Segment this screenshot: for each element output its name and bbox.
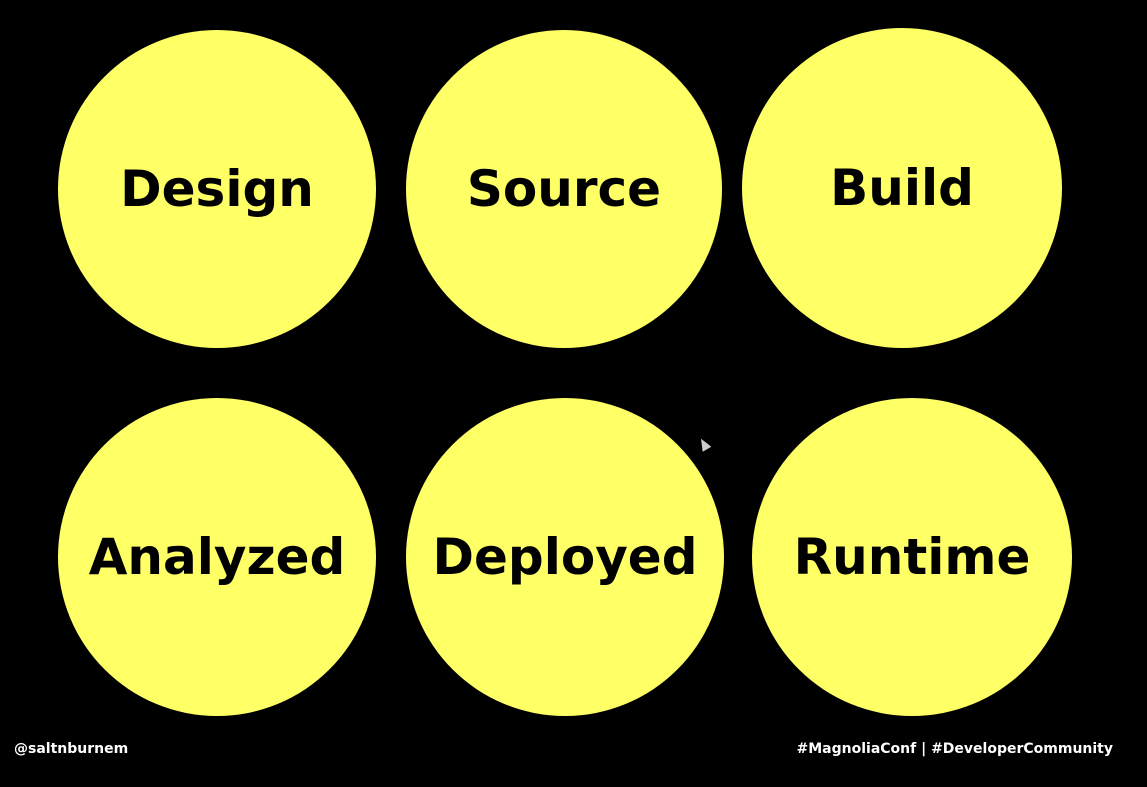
circle-deployed: Deployed <box>406 398 724 716</box>
circle-label-build: Build <box>830 159 974 217</box>
circle-label-analyzed: Analyzed <box>88 528 346 586</box>
circle-analyzed: Analyzed <box>58 398 376 716</box>
footer-hashtags: #MagnoliaConf | #DeveloperCommunity <box>796 741 1114 757</box>
circle-label-design: Design <box>120 160 314 218</box>
circle-label-runtime: Runtime <box>793 528 1031 586</box>
circle-label-deployed: Deployed <box>432 528 698 586</box>
mouse-pointer-icon <box>696 436 712 452</box>
circle-source: Source <box>406 30 722 348</box>
circle-label-source: Source <box>466 160 662 218</box>
circle-runtime: Runtime <box>752 398 1072 716</box>
footer-handle: @saltnburnem <box>14 741 129 757</box>
circle-build: Build <box>742 28 1062 348</box>
circle-design: Design <box>58 30 376 348</box>
